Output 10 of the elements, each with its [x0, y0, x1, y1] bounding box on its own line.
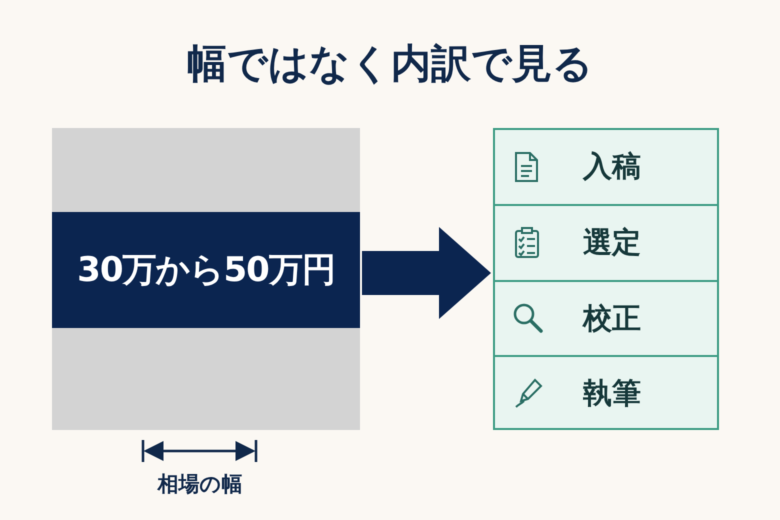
price-range-box	[52, 128, 360, 430]
task-label: 執筆	[583, 374, 641, 412]
task-label: 入稿	[583, 148, 641, 185]
task-list-panel	[493, 128, 719, 430]
title: 幅ではなく内訳で見る	[186, 40, 594, 89]
arrow	[362, 226, 491, 319]
task-label: 校正	[583, 300, 641, 336]
dimension-label: 相場の幅	[156, 471, 244, 498]
price-band: 30万から50万円	[52, 212, 360, 328]
task-label: 選定	[583, 224, 641, 261]
